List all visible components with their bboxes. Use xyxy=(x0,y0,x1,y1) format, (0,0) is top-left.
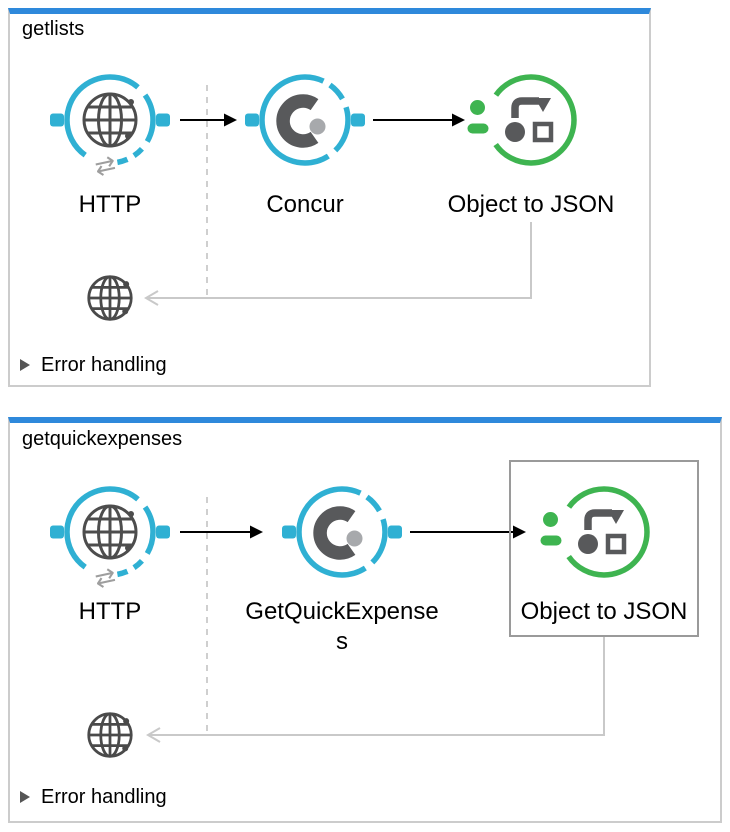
output-tab xyxy=(156,525,170,539)
message-arrow xyxy=(180,113,237,127)
input-tab xyxy=(282,525,296,539)
transformer-ring xyxy=(558,486,650,578)
flow-title: getquickexpenses xyxy=(22,428,183,450)
node-label: GetQuickExpenses xyxy=(245,598,439,655)
node-label: HTTP xyxy=(78,191,142,218)
node-label: Object to JSON xyxy=(447,191,615,218)
node-object-to-json[interactable] xyxy=(540,480,668,584)
input-dash xyxy=(467,123,489,134)
flow-container-getquickexpenses[interactable]: getquickexpenses xyxy=(8,417,722,823)
input-tab xyxy=(50,525,64,539)
output-tab xyxy=(351,113,365,127)
globe-icon xyxy=(82,92,138,148)
error-handling-label: Error handling xyxy=(41,786,167,808)
input-dash xyxy=(540,535,562,546)
expand-triangle-icon xyxy=(20,359,30,371)
concur-connector-ring xyxy=(259,74,351,166)
node-getquickexpenses[interactable] xyxy=(278,480,406,584)
error-handling-toggle[interactable]: Error handling xyxy=(20,354,167,376)
response-connector-line xyxy=(144,222,532,306)
message-arrow xyxy=(373,113,465,127)
input-dot xyxy=(470,100,485,115)
globe-icon xyxy=(82,504,138,560)
node-http[interactable] xyxy=(46,480,174,584)
flow-container-getlists[interactable]: getlists xyxy=(8,8,651,387)
concur-logo-icon xyxy=(313,506,363,560)
transform-icon xyxy=(578,509,627,555)
concur-connector-ring xyxy=(296,486,388,578)
error-handling-label: Error handling xyxy=(41,354,167,376)
node-http[interactable] xyxy=(46,68,174,172)
input-tab xyxy=(245,113,259,127)
node-label: Concur xyxy=(266,191,344,218)
transform-icon xyxy=(505,97,554,143)
response-globe-icon xyxy=(86,274,134,322)
output-tab xyxy=(156,113,170,127)
node-concur[interactable] xyxy=(241,68,369,172)
input-tab xyxy=(50,113,64,127)
node-label: HTTP xyxy=(78,598,142,625)
node-label: Object to JSON xyxy=(520,598,688,625)
concur-logo-icon xyxy=(276,94,326,148)
output-tab xyxy=(388,525,402,539)
message-arrow xyxy=(180,525,263,539)
transformer-ring xyxy=(485,74,577,166)
flow-title: getlists xyxy=(22,18,85,40)
expand-triangle-icon xyxy=(20,791,30,803)
node-object-to-json[interactable] xyxy=(467,68,595,172)
input-dot xyxy=(543,512,558,527)
error-handling-toggle[interactable]: Error handling xyxy=(20,786,167,808)
response-globe-icon xyxy=(86,711,134,759)
